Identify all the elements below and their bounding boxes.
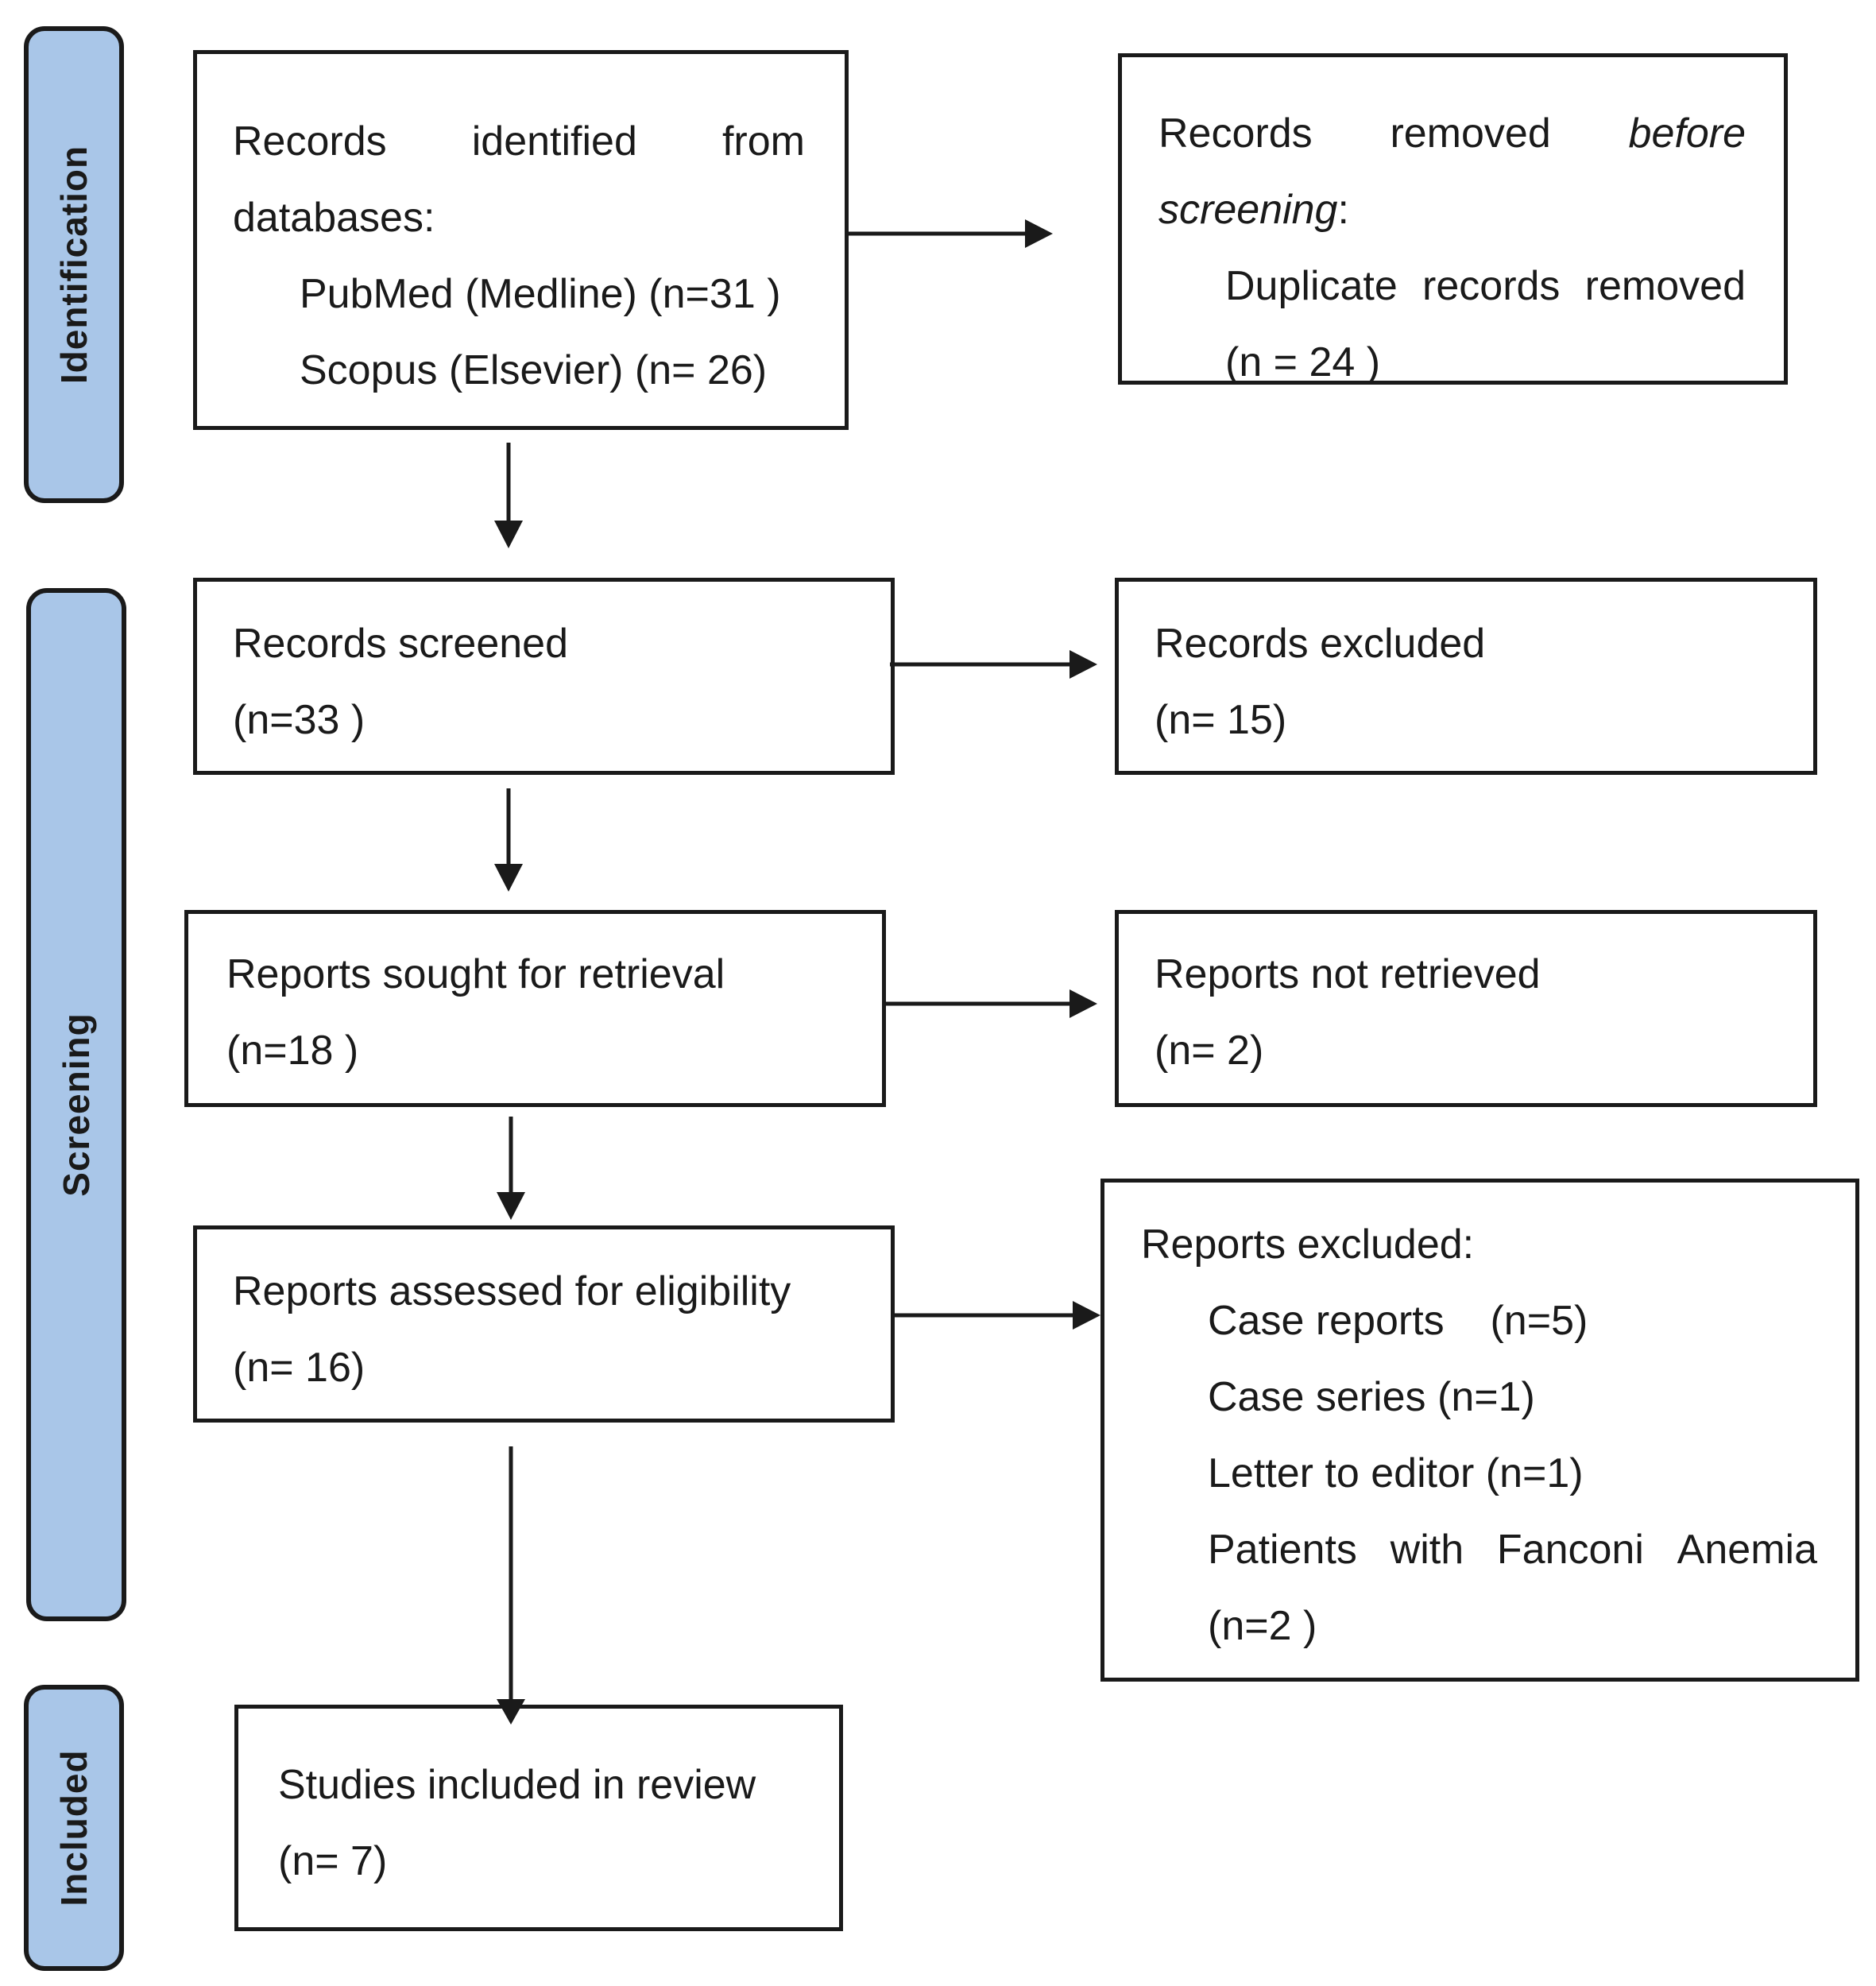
screened-count: (n=33 ) [233, 697, 366, 743]
screened-title: Records screened [233, 621, 568, 667]
reports-excluded-case-series: Case series (n=1) [1208, 1374, 1535, 1420]
removed-word-2: removed [1390, 110, 1551, 157]
removed-dup-word-1: Duplicate [1225, 263, 1398, 309]
sought-title: Reports sought for retrieval [226, 951, 725, 997]
reports-excluded-letter: Letter to editor (n=1) [1208, 1450, 1584, 1496]
reports-excluded-title: Reports excluded: [1141, 1221, 1475, 1268]
removed-dup-word-3: removed [1584, 263, 1746, 309]
included-title: Studies included in review [278, 1762, 756, 1808]
box-reports-sought: Reports sought for retrieval (n=18 ) [184, 910, 886, 1107]
included-count: (n= 7) [278, 1838, 388, 1884]
box-studies-included: Studies included in review (n= 7) [234, 1705, 843, 1931]
assessed-title: Reports assessed for eligibility [233, 1268, 791, 1314]
excluded-count: (n= 15) [1155, 697, 1287, 743]
arrow-sought-to-assessed [497, 1117, 525, 1220]
removed-screening-word: screening [1158, 187, 1338, 233]
phase-identification: Identification [24, 26, 124, 503]
arrow-assessed-to-included [497, 1446, 525, 1725]
arrow-screened-to-excluded [890, 650, 1097, 679]
box-records-screened: Records screened (n=33 ) [193, 578, 895, 775]
fanconi-word-3: Fanconi [1496, 1527, 1644, 1573]
removed-line-3: Duplicate records removed [1158, 248, 1746, 324]
assessed-count: (n= 16) [233, 1345, 366, 1391]
reports-excluded-fanconi-count: (n=2 ) [1208, 1603, 1317, 1649]
removed-screening-colon: : [1337, 187, 1349, 233]
box-reports-not-retrieved: Reports not retrieved (n= 2) [1115, 910, 1817, 1107]
phase-included: Included [24, 1685, 124, 1971]
reports-excluded-fanconi: Patients with Fanconi Anemia [1141, 1512, 1817, 1588]
phase-screening: Screening [26, 588, 126, 1621]
box-records-identified: Records identified from databases: PubMe… [193, 50, 849, 430]
identified-word-1: Records [233, 118, 387, 165]
arrow-identified-to-screened [494, 443, 523, 548]
sought-count: (n=18 ) [226, 1028, 359, 1074]
removed-line-2: screening: [1158, 172, 1746, 248]
box-records-removed: Records removed before screening: Duplic… [1118, 53, 1788, 385]
removed-count: (n = 24 ) [1225, 339, 1381, 385]
arrow-assessed-to-reports-excluded [895, 1301, 1100, 1330]
fanconi-word-1: Patients [1208, 1527, 1357, 1573]
arrow-identified-to-removed [849, 219, 1053, 248]
reports-excluded-case-reports: Case reports (n=5) [1208, 1298, 1588, 1344]
box-records-excluded: Records excluded (n= 15) [1115, 578, 1817, 775]
not-retrieved-count: (n= 2) [1155, 1028, 1264, 1074]
identified-line-2: databases: [233, 195, 435, 241]
identified-word-3: from [721, 118, 805, 165]
removed-line-1: Records removed before [1158, 95, 1746, 172]
box-reports-excluded: Reports excluded: Case reports (n=5) Cas… [1100, 1179, 1859, 1682]
identified-word-2: identified [471, 118, 637, 165]
arrow-sought-to-not-retrieved [886, 989, 1097, 1018]
removed-dup-word-2: records [1422, 263, 1561, 309]
identified-line-1: Records identified from [233, 103, 805, 180]
removed-word-1: Records [1158, 110, 1313, 157]
identified-pubmed: PubMed (Medline) (n=31 ) [300, 271, 781, 317]
removed-word-3: before [1628, 110, 1746, 157]
identified-scopus: Scopus (Elsevier) (n= 26) [300, 347, 768, 393]
excluded-title: Records excluded [1155, 621, 1486, 667]
arrow-screened-to-sought [494, 788, 523, 892]
fanconi-word-2: with [1390, 1527, 1464, 1573]
not-retrieved-title: Reports not retrieved [1155, 951, 1541, 997]
box-reports-assessed: Reports assessed for eligibility (n= 16) [193, 1225, 895, 1423]
fanconi-word-4: Anemia [1677, 1527, 1817, 1573]
